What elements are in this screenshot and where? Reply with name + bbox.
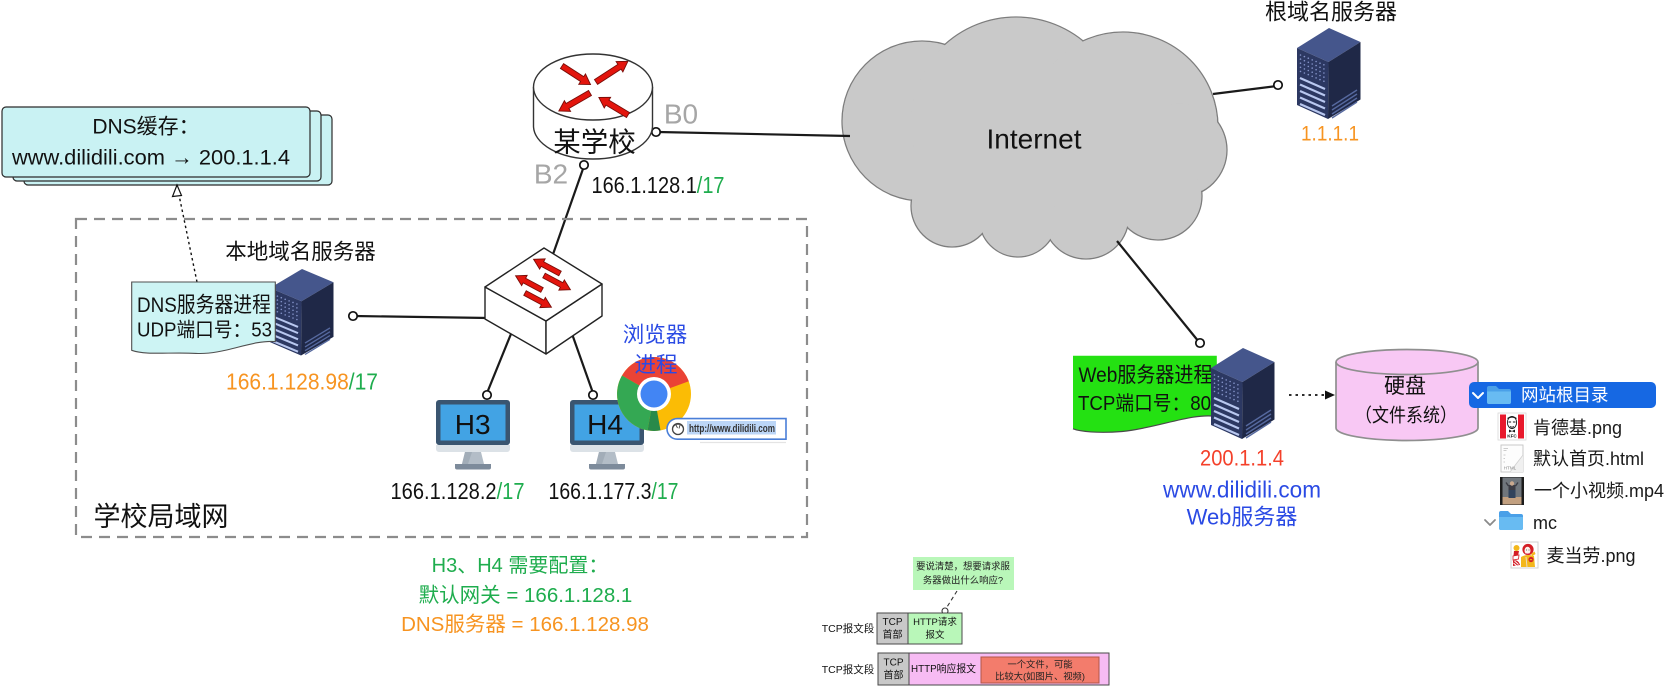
svg-text:http://www.dilidili.com: http://www.dilidili.com xyxy=(689,423,775,435)
svg-text:TCP报文段: TCP报文段 xyxy=(822,663,875,676)
svg-text:浏览器: 浏览器 xyxy=(623,323,688,347)
svg-text:HTML: HTML xyxy=(1504,466,1517,471)
svg-text:1.1.1.1: 1.1.1.1 xyxy=(1301,123,1359,146)
svg-text:一个小视频.mp4: 一个小视频.mp4 xyxy=(1534,481,1664,501)
svg-text:166.1.128.1/17: 166.1.128.1/17 xyxy=(592,172,725,198)
svg-text:HTTP响应报文: HTTP响应报文 xyxy=(911,662,976,675)
svg-text:网站根目录: 网站根目录 xyxy=(1521,385,1609,405)
svg-text:TCP: TCP xyxy=(883,617,903,628)
svg-text:根域名服务器: 根域名服务器 xyxy=(1265,0,1397,25)
svg-text:www.dilidili.com: www.dilidili.com xyxy=(1162,477,1321,503)
svg-text:默认网关 = 166.1.128.1: 默认网关 = 166.1.128.1 xyxy=(419,584,633,607)
svg-text:进程: 进程 xyxy=(634,353,677,377)
svg-text:UDP端口号：53: UDP端口号：53 xyxy=(137,319,272,342)
svg-text:某学校: 某学校 xyxy=(553,127,636,158)
svg-text:166.1.128.2/17: 166.1.128.2/17 xyxy=(391,478,525,504)
svg-text:200.1.1.4: 200.1.1.4 xyxy=(1200,446,1284,471)
svg-text:一个文件，可能: 一个文件，可能 xyxy=(1007,659,1072,670)
svg-text:肯德基.png: 肯德基.png xyxy=(1533,418,1622,438)
svg-text:166.1.177.3/17: 166.1.177.3/17 xyxy=(549,478,679,504)
svg-text:H3: H3 xyxy=(455,409,491,440)
svg-text:Web服务器: Web服务器 xyxy=(1187,505,1298,530)
svg-text:HTTP请求: HTTP请求 xyxy=(913,616,957,628)
svg-text:比较大(如图片、视频): 比较大(如图片、视频) xyxy=(995,671,1085,682)
svg-text:默认首页.html: 默认首页.html xyxy=(1533,449,1644,469)
svg-text:H3、H4 需要配置：: H3、H4 需要配置： xyxy=(432,555,609,577)
svg-text:Web服务器进程: Web服务器进程 xyxy=(1079,364,1213,387)
svg-text:B0: B0 xyxy=(664,99,698,130)
svg-text:TCP: TCP xyxy=(884,658,904,669)
svg-text:麦当劳.png: 麦当劳.png xyxy=(1547,546,1636,566)
svg-text:硬盘: 硬盘 xyxy=(1384,375,1426,398)
svg-text:H4: H4 xyxy=(587,409,623,440)
svg-text:本地域名服务器: 本地域名服务器 xyxy=(225,240,376,264)
svg-text:TCP端口号：80: TCP端口号：80 xyxy=(1078,392,1211,415)
svg-text:DNS服务器进程: DNS服务器进程 xyxy=(137,293,271,317)
svg-text:DNS服务器 = 166.1.128.98: DNS服务器 = 166.1.128.98 xyxy=(401,613,649,636)
svg-text:B2: B2 xyxy=(534,159,568,190)
svg-text:学校局域网: 学校局域网 xyxy=(94,502,229,532)
svg-text:要说清楚，想要请求服: 要说清楚，想要请求服 xyxy=(916,561,1010,572)
svg-text:首部: 首部 xyxy=(884,669,904,682)
svg-text:（文件系统）: （文件系统） xyxy=(1355,405,1457,427)
svg-text:KFC: KFC xyxy=(1507,434,1517,439)
svg-text:DNS缓存：: DNS缓存： xyxy=(92,116,199,139)
svg-text:务器做出什么响应?: 务器做出什么响应? xyxy=(923,575,1003,586)
svg-text:166.1.128.98/17: 166.1.128.98/17 xyxy=(226,369,378,395)
svg-text:mc: mc xyxy=(1533,513,1557,533)
svg-text:Internet: Internet xyxy=(987,124,1082,155)
svg-text:TCP报文段: TCP报文段 xyxy=(822,622,875,635)
svg-text:www.dilidili.com → 200.1.1.4: www.dilidili.com → 200.1.1.4 xyxy=(11,146,290,170)
svg-text:首部: 首部 xyxy=(883,628,903,641)
svg-text:报文: 报文 xyxy=(925,629,945,641)
